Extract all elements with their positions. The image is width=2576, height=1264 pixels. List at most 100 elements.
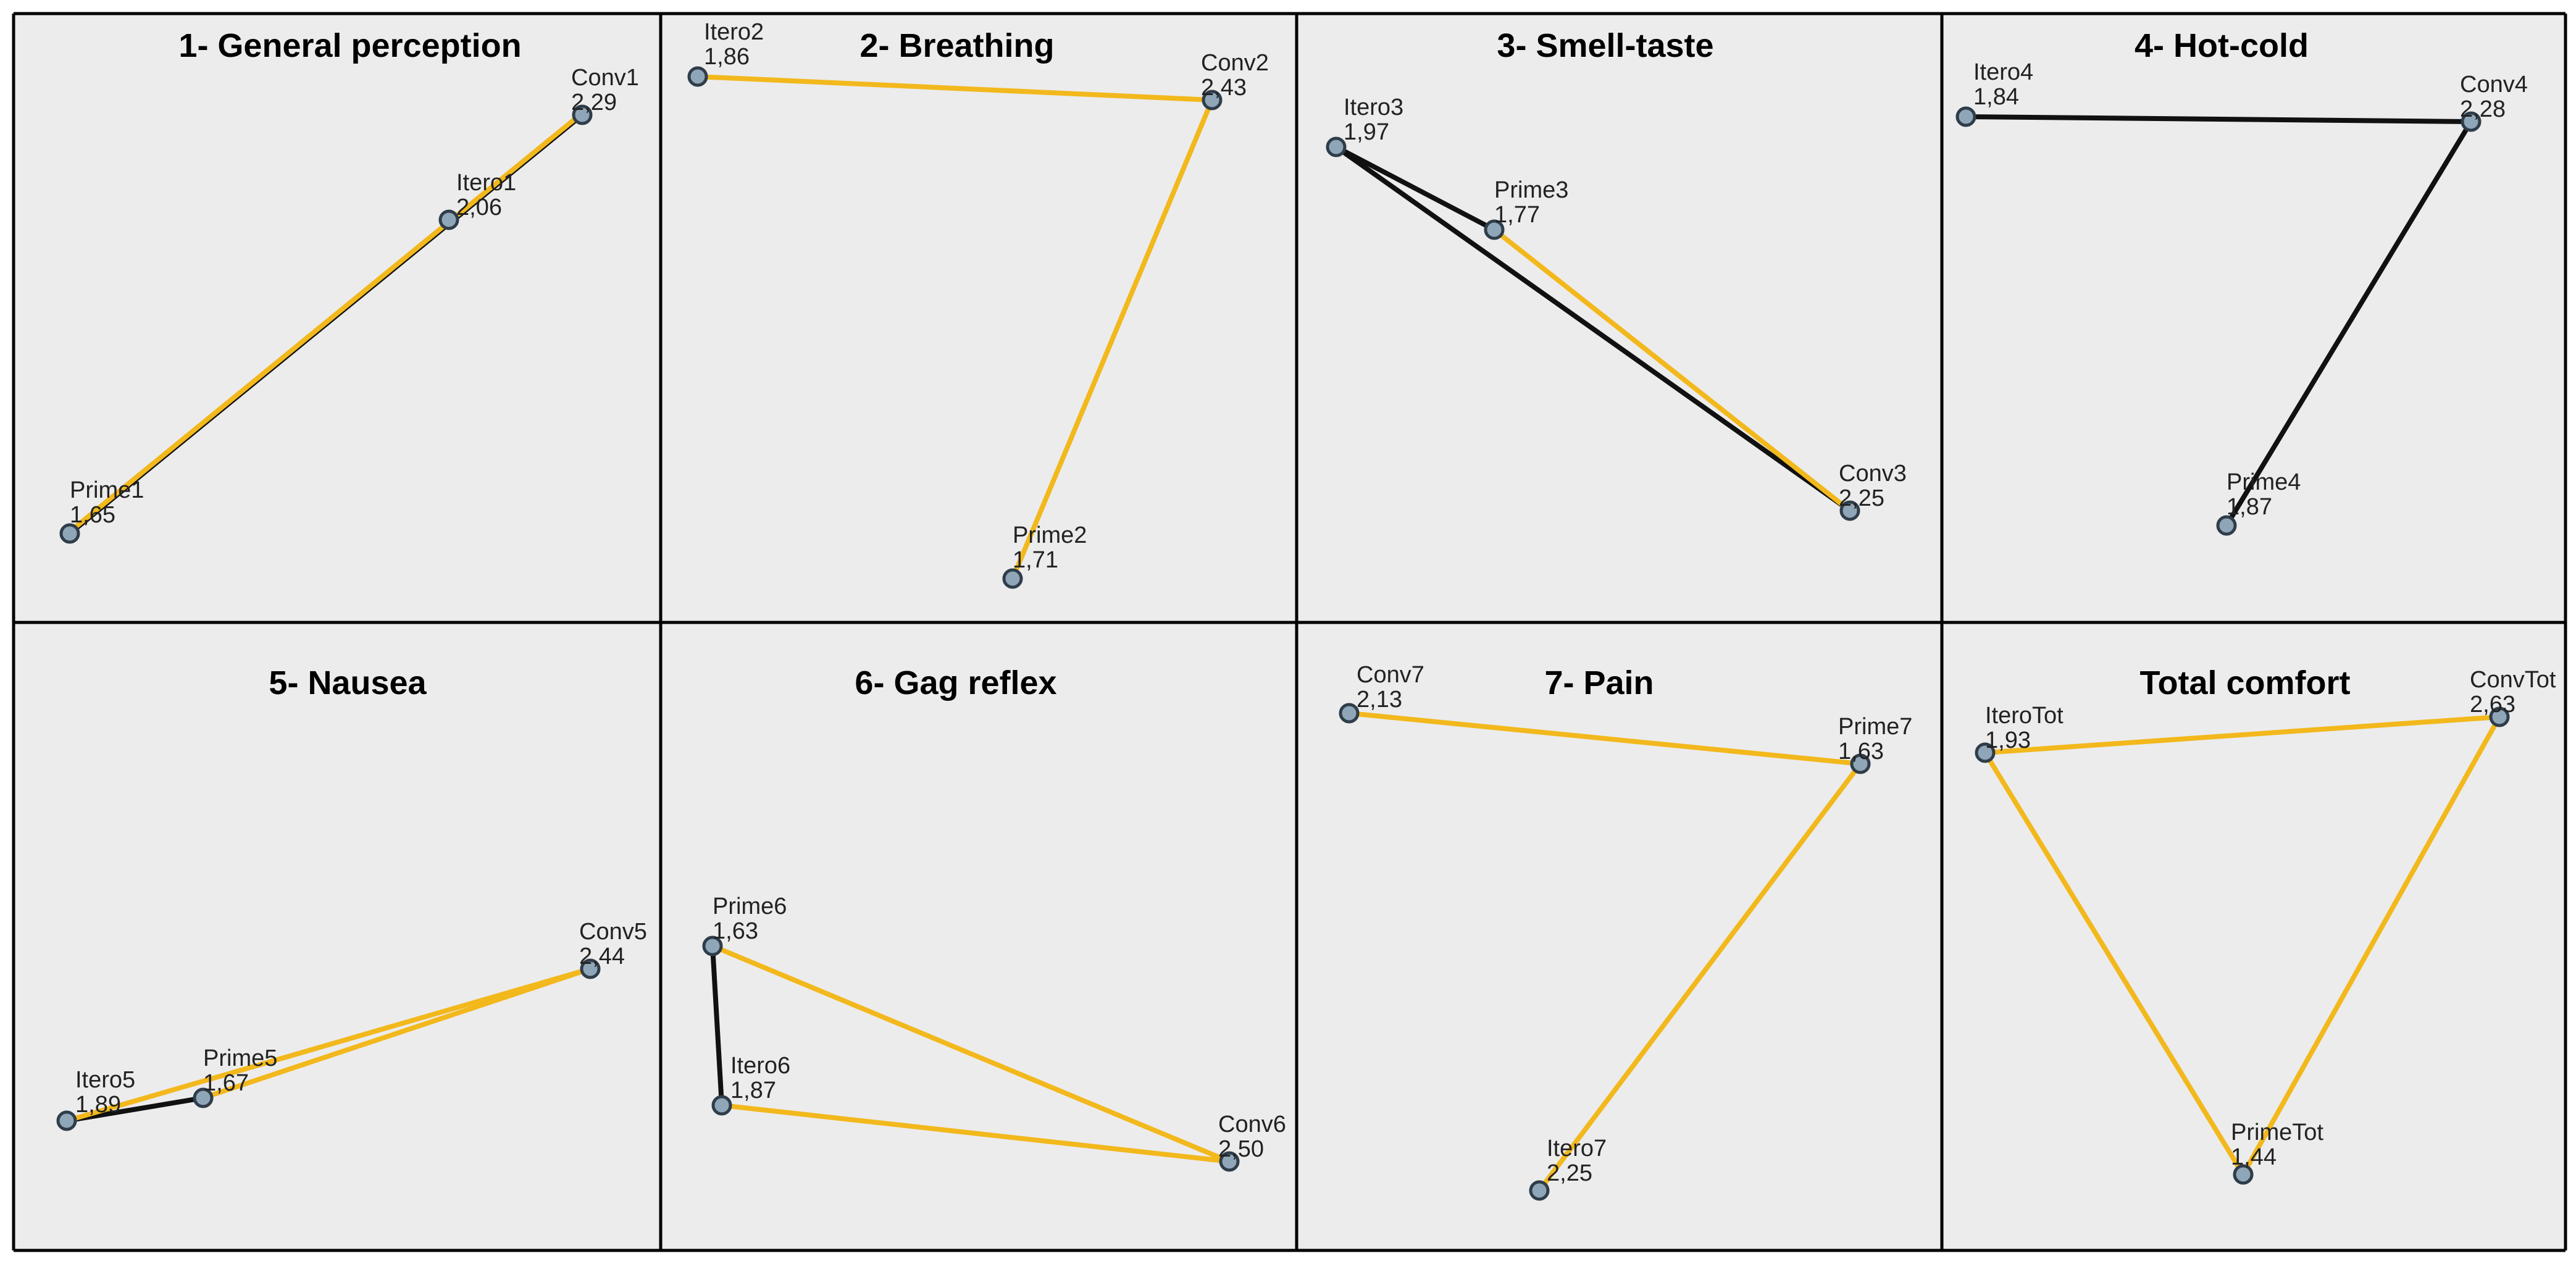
point-value-prime6: 1,63 [713,918,758,944]
point-value-prime5: 1,67 [203,1070,249,1096]
point-marker-prime5 [193,1087,214,1108]
panel-background [1297,14,1942,622]
panel-title: 7- Pain [1544,664,1654,701]
point-name-itero5: Itero5 [75,1067,135,1093]
panel-title: 5- Nausea [269,664,427,701]
point-name-conv1: Conv1 [571,65,639,91]
point-name-prime4: Prime4 [2227,469,2301,495]
point-name-itero6: Itero6 [730,1053,790,1079]
panel-background [661,14,1297,622]
edge-prime5-conv5 [201,966,593,1100]
point-name-itero7: Itero7 [1547,1136,1607,1161]
point-value-itero5: 1,89 [75,1092,121,1118]
point-marker-prime4 [2216,515,2237,536]
edge-iterotot-convtot [1983,714,2502,755]
point-value-conv4: 2,28 [2460,96,2506,122]
panel-borders [12,12,2567,1252]
edge-iterotot-primetot [1983,750,2246,1177]
panel-background [1297,622,1942,1250]
point-name-prime5: Prime5 [203,1045,277,1071]
point-marker-conv4 [2461,111,2482,132]
point-marker-prime7 [1850,753,1871,774]
edge-conv7-prime7 [1347,711,1863,766]
point-name-conv5: Conv5 [579,919,647,945]
point-name-itero1: Itero1 [456,170,516,196]
edge-conv2-prime2 [1010,98,1215,581]
point-value-itero4: 1,84 [1973,84,2019,110]
chart-panel-8: Total comfortIteroTot1,93ConvTot2,63Prim… [1942,622,2566,1250]
point-value-conv6: 2,50 [1218,1136,1264,1162]
point-marker-itero1 [438,209,459,230]
point-name-itero4: Itero4 [1973,59,2033,85]
point-value-convtot: 2,63 [2470,692,2515,718]
edge-convtot-primetot [2241,714,2502,1177]
point-marker-conv7 [1339,703,1360,724]
point-name-conv6: Conv6 [1218,1111,1286,1137]
point-marker-conv6 [1219,1151,1240,1172]
point-value-conv1: 2,29 [571,90,617,115]
point-marker-prime2 [1002,568,1023,589]
point-name-prime2: Prime2 [1013,522,1087,548]
edge-itero3-conv3 [1334,144,1852,513]
point-name-conv4: Conv4 [2460,72,2528,98]
point-name-itero2: Itero2 [704,19,764,45]
chart-panel-3: 3- Smell-tasteItero31,97Prime31,77Conv32… [1297,14,1942,622]
panel-title: 3- Smell-taste [1497,27,1713,64]
point-marker-primetot [2233,1164,2254,1185]
point-value-conv5: 2,44 [579,944,625,969]
edge-prime7-itero7 [1537,761,1863,1193]
point-marker-conv2 [1202,90,1223,111]
point-marker-prime6 [702,935,723,956]
point-value-itero3: 1,97 [1344,119,1389,145]
point-value-itero6: 1,87 [730,1078,776,1103]
point-name-prime7: Prime7 [1838,714,1912,740]
point-value-prime2: 1,71 [1013,547,1058,573]
chart-panel-6: 6- Gag reflexPrime61,63Itero61,87Conv62,… [661,622,1297,1250]
panel-background [14,622,661,1250]
point-value-prime4: 1,87 [2227,494,2272,520]
point-marker-itero2 [687,66,708,87]
point-marker-conv5 [580,958,601,979]
point-name-conv2: Conv2 [1201,50,1269,76]
edge-itero5-prime5 [64,1095,206,1123]
point-marker-conv1 [572,104,593,125]
point-marker-itero6 [711,1095,732,1116]
edge-prime3-conv3 [1492,227,1852,513]
edge-prime6-conv6 [710,944,1232,1164]
point-value-conv7: 2,13 [1357,687,1402,713]
point-name-itero3: Itero3 [1344,94,1403,120]
point-marker-itero3 [1326,136,1347,157]
panel-title: 1- General perception [178,27,521,64]
point-name-prime3: Prime3 [1494,177,1568,203]
point-value-itero2: 1,86 [704,44,750,70]
point-name-primetot: PrimeTot [2231,1120,2323,1145]
point-marker-iterotot [1975,742,1996,763]
point-value-conv3: 2,25 [1839,485,1884,511]
panel-title: Total comfort [2140,664,2351,701]
panel-background [1942,622,2566,1250]
point-value-iterotot: 1,93 [1985,727,2031,753]
point-name-iterotot: IteroTot [1985,703,2064,729]
point-name-prime6: Prime6 [713,894,787,919]
edge-prime6-itero6 [710,944,724,1108]
edge-itero2-conv2 [695,74,1215,103]
point-marker-itero4 [1955,106,1976,127]
point-value-primetot: 1,44 [2231,1144,2277,1170]
point-marker-prime3 [1484,219,1505,240]
edge-itero6-conv6 [719,1103,1232,1164]
edge-prime1-conv1 [67,111,585,534]
point-marker-prime1 [59,523,80,544]
edge-itero5-conv5 [64,966,593,1123]
panel-title: 4- Hot-cold [2135,27,2309,64]
point-value-prime3: 1,77 [1494,202,1540,228]
chart-panel-1: 1- General perceptionConv12,29Itero12,06… [14,14,661,622]
point-marker-convtot [2489,706,2510,727]
point-marker-itero7 [1529,1180,1550,1201]
edge-conv4-prime4 [2224,119,2474,528]
point-value-itero7: 2,25 [1547,1160,1592,1186]
